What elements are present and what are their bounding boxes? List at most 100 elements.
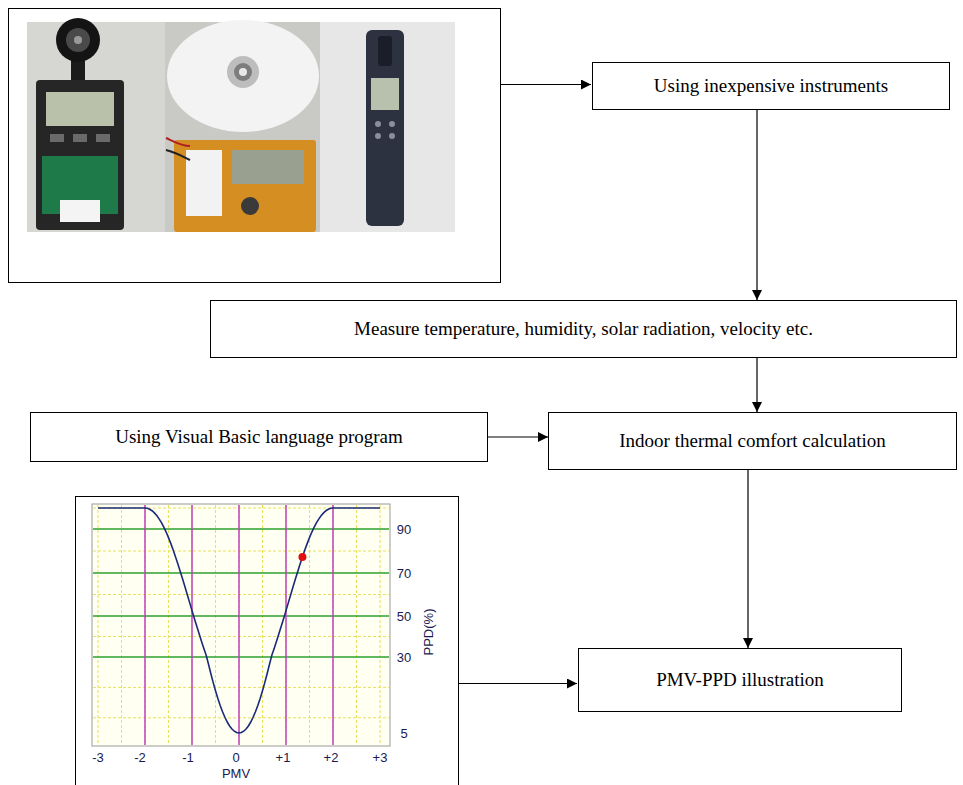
axis-tick: -3 xyxy=(92,751,104,764)
pyranometer-photo xyxy=(166,150,190,160)
ppd-curve xyxy=(98,508,380,733)
pyranometer-photo xyxy=(241,197,259,215)
hygrometer-photo xyxy=(320,22,455,232)
anemometer-photo xyxy=(66,28,90,52)
chart-grid xyxy=(309,505,310,745)
hygrometer-photo xyxy=(378,36,392,66)
flow-arrow xyxy=(756,110,757,300)
pyranometer-photo xyxy=(186,150,222,216)
hygrometer-photo xyxy=(366,30,404,226)
anemometer-photo xyxy=(60,200,100,222)
process-box: Measure temperature, humidity, solar rad… xyxy=(210,300,957,358)
chart-grid xyxy=(145,505,146,745)
chart-grid xyxy=(93,551,389,552)
axis-title: PPD(%) xyxy=(422,609,435,656)
chart-grid xyxy=(380,505,381,745)
axis-tick: 90 xyxy=(397,523,411,536)
chart-grid xyxy=(215,505,216,745)
chart-grid xyxy=(93,594,389,595)
chart-panel xyxy=(76,497,459,785)
flow-arrow xyxy=(756,358,757,412)
hygrometer-photo xyxy=(375,133,381,139)
box-label: Using inexpensive instruments xyxy=(654,75,888,98)
chart-grid xyxy=(168,505,169,745)
chart-grid xyxy=(191,505,193,745)
axis-tick: 50 xyxy=(397,610,411,623)
axis-tick: 5 xyxy=(400,727,407,740)
axis-tick: 30 xyxy=(397,651,411,664)
process-box: PMV-PPD illustration xyxy=(578,648,902,712)
anemometer-photo xyxy=(46,92,114,126)
hygrometer-photo xyxy=(389,121,395,127)
process-box: Using inexpensive instruments xyxy=(592,62,950,110)
chart-grid xyxy=(356,505,357,745)
chart-grid xyxy=(333,505,334,745)
chart-grid xyxy=(93,687,389,688)
chart-grid xyxy=(93,572,389,574)
axis-tick: +3 xyxy=(373,751,388,764)
hygrometer-photo xyxy=(375,121,381,127)
chart-grid xyxy=(93,656,389,658)
anemometer-photo xyxy=(36,80,124,230)
pyranometer-photo xyxy=(239,68,247,76)
chart-grid xyxy=(121,505,122,745)
anemometer-photo xyxy=(96,134,110,142)
box-label: Indoor thermal comfort calculation xyxy=(619,430,885,453)
axis-title: PMV xyxy=(222,767,250,780)
hygrometer-photo xyxy=(320,22,455,232)
photo-panel xyxy=(9,9,501,283)
pyranometer-photo xyxy=(227,56,259,88)
hygrometer-photo xyxy=(371,78,399,110)
axis-tick: 0 xyxy=(232,751,239,764)
chart-grid xyxy=(93,505,389,745)
anemometer-photo xyxy=(27,18,165,232)
pyranometer-photo xyxy=(166,138,190,146)
chart-grid xyxy=(93,717,389,718)
anemometer-photo xyxy=(56,18,100,62)
ppd-curve xyxy=(98,508,380,733)
chart-panel xyxy=(92,504,390,746)
leader-arrow xyxy=(459,85,591,684)
chart-grid xyxy=(93,615,389,617)
chart-grid xyxy=(98,505,99,745)
box-label: PMV-PPD illustration xyxy=(656,669,824,692)
anemometer-photo xyxy=(50,134,64,142)
chart-panel xyxy=(76,497,459,785)
pyranometer-photo xyxy=(232,150,304,184)
process-box: Indoor thermal comfort calculation xyxy=(548,412,957,470)
chart-grid xyxy=(285,505,287,745)
chart-grid xyxy=(332,505,334,745)
chart-grid xyxy=(239,505,240,745)
axis-tick: -2 xyxy=(134,751,146,764)
chart-grid xyxy=(144,505,146,745)
process-box: Using Visual Basic language program xyxy=(30,412,488,462)
axis-tick: +2 xyxy=(324,751,339,764)
anemometer-photo xyxy=(27,22,165,232)
chart-grid xyxy=(192,505,193,745)
axis-tick: +1 xyxy=(276,751,291,764)
anemometer-photo xyxy=(73,134,87,142)
ppd-curve xyxy=(298,553,306,561)
leader-arrow xyxy=(501,84,591,85)
axis-tick: -1 xyxy=(182,751,194,764)
anemometer-photo xyxy=(74,36,82,44)
chart-grid xyxy=(238,505,240,745)
chart-grid xyxy=(262,505,263,745)
box-label: Measure temperature, humidity, solar rad… xyxy=(354,318,813,341)
chart-grid xyxy=(93,528,389,530)
chart-grid xyxy=(93,636,389,637)
flow-arrow xyxy=(747,470,748,648)
flow-arrow xyxy=(488,436,548,437)
axis-tick: 70 xyxy=(397,567,411,580)
photo-panel xyxy=(9,9,501,283)
pyranometer-photo xyxy=(165,20,320,232)
pyranometer-photo xyxy=(234,63,252,81)
box-label: Using Visual Basic language program xyxy=(115,426,403,449)
pyranometer-photo xyxy=(167,20,319,132)
hygrometer-photo xyxy=(389,133,395,139)
pyranometer-photo xyxy=(174,140,316,232)
leader-arrow xyxy=(459,683,577,684)
chart-grid xyxy=(286,505,287,745)
